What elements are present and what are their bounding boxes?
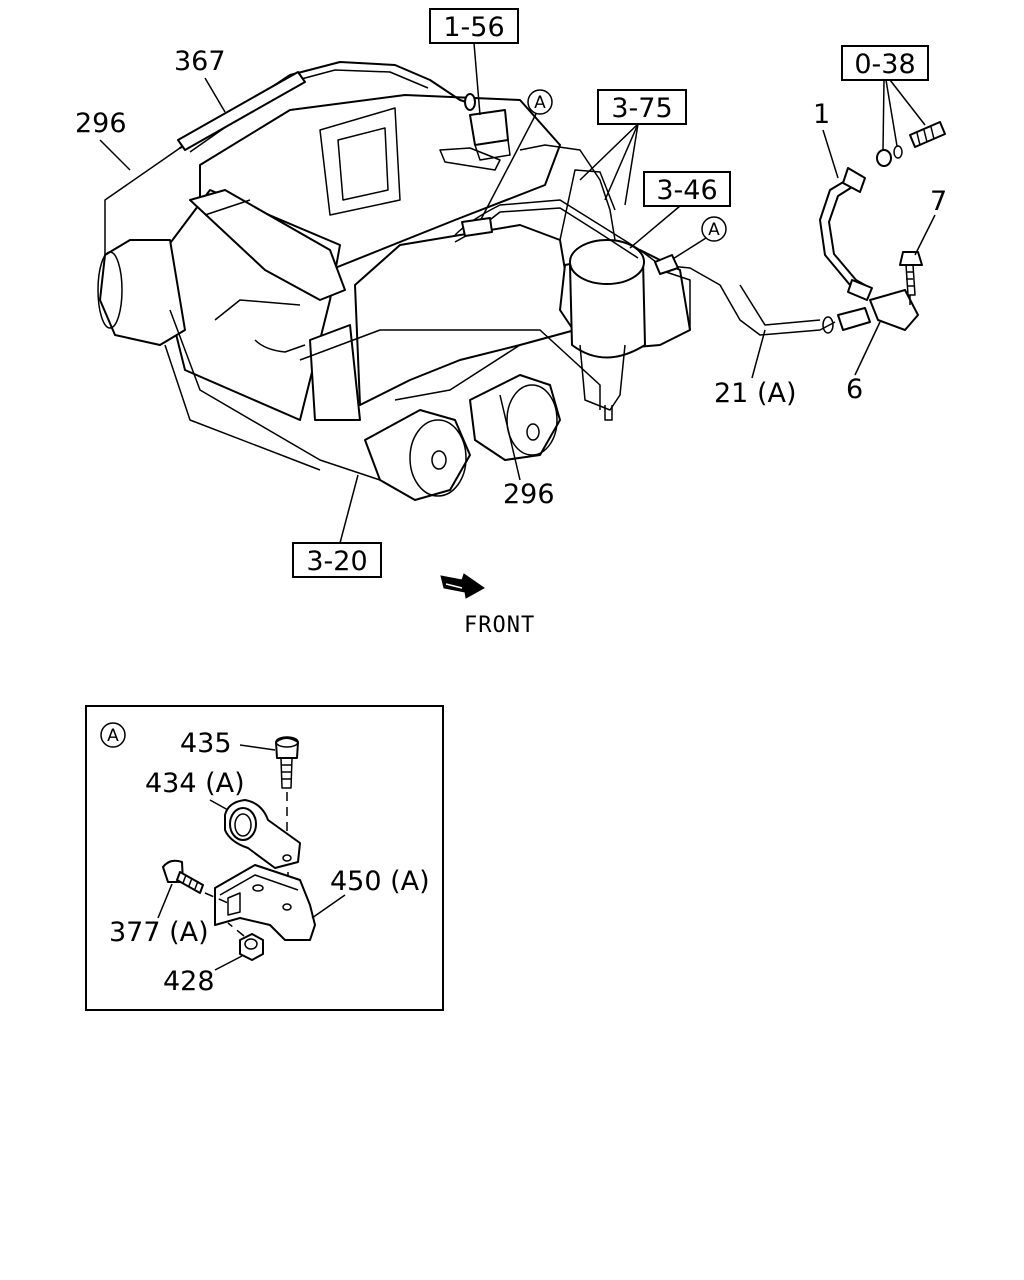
hose-and-fittings bbox=[739, 121, 946, 334]
callout-296-bottom[interactable]: 296 bbox=[503, 479, 555, 510]
nut-428-icon bbox=[239, 933, 264, 961]
front-direction-arrow-icon bbox=[440, 573, 485, 599]
ref-box-0-38[interactable]: 0-38 bbox=[841, 45, 929, 81]
callout-367[interactable]: 367 bbox=[174, 46, 226, 77]
ref-box-3-20[interactable]: 3-20 bbox=[292, 542, 382, 578]
ref-1-56-label: 1-56 bbox=[443, 12, 504, 43]
transmission-assembly bbox=[97, 61, 836, 501]
callout-434a[interactable]: 434 (A) bbox=[145, 768, 245, 799]
bolt-435-icon bbox=[275, 737, 299, 759]
ref-3-46-label: 3-46 bbox=[656, 175, 717, 206]
callout-428[interactable]: 428 bbox=[163, 966, 215, 997]
callout-450a[interactable]: 450 (A) bbox=[330, 866, 430, 897]
circle-ref-a-right-label: A bbox=[708, 220, 720, 240]
clip-434a-icon bbox=[224, 799, 301, 869]
callout-377a[interactable]: 377 (A) bbox=[109, 917, 209, 948]
callout-1[interactable]: 1 bbox=[813, 99, 830, 130]
callout-435[interactable]: 435 bbox=[180, 728, 232, 759]
bolt-377a-icon bbox=[162, 859, 204, 894]
callout-7[interactable]: 7 bbox=[930, 186, 947, 217]
ref-box-3-75[interactable]: 3-75 bbox=[597, 89, 687, 125]
callout-296-top[interactable]: 296 bbox=[75, 108, 127, 139]
circle-ref-a-top[interactable]: A bbox=[527, 89, 553, 115]
ref-3-75-label: 3-75 bbox=[611, 93, 672, 124]
ref-3-20-label: 3-20 bbox=[306, 546, 367, 577]
bracket-450a-icon bbox=[214, 864, 316, 941]
circle-ref-a-top-label: A bbox=[534, 93, 546, 113]
callout-21a[interactable]: 21 (A) bbox=[714, 378, 796, 409]
detail-circle-ref: A bbox=[100, 722, 126, 748]
front-label: FRONT bbox=[464, 613, 535, 638]
ref-0-38-label: 0-38 bbox=[854, 49, 915, 80]
ref-box-3-46[interactable]: 3-46 bbox=[643, 171, 731, 207]
ref-box-1-56[interactable]: 1-56 bbox=[429, 8, 519, 44]
detail-view-a: A bbox=[85, 705, 444, 1011]
detail-circle-ref-label: A bbox=[107, 726, 119, 746]
callout-6[interactable]: 6 bbox=[846, 374, 863, 405]
circle-ref-a-right[interactable]: A bbox=[701, 216, 727, 242]
